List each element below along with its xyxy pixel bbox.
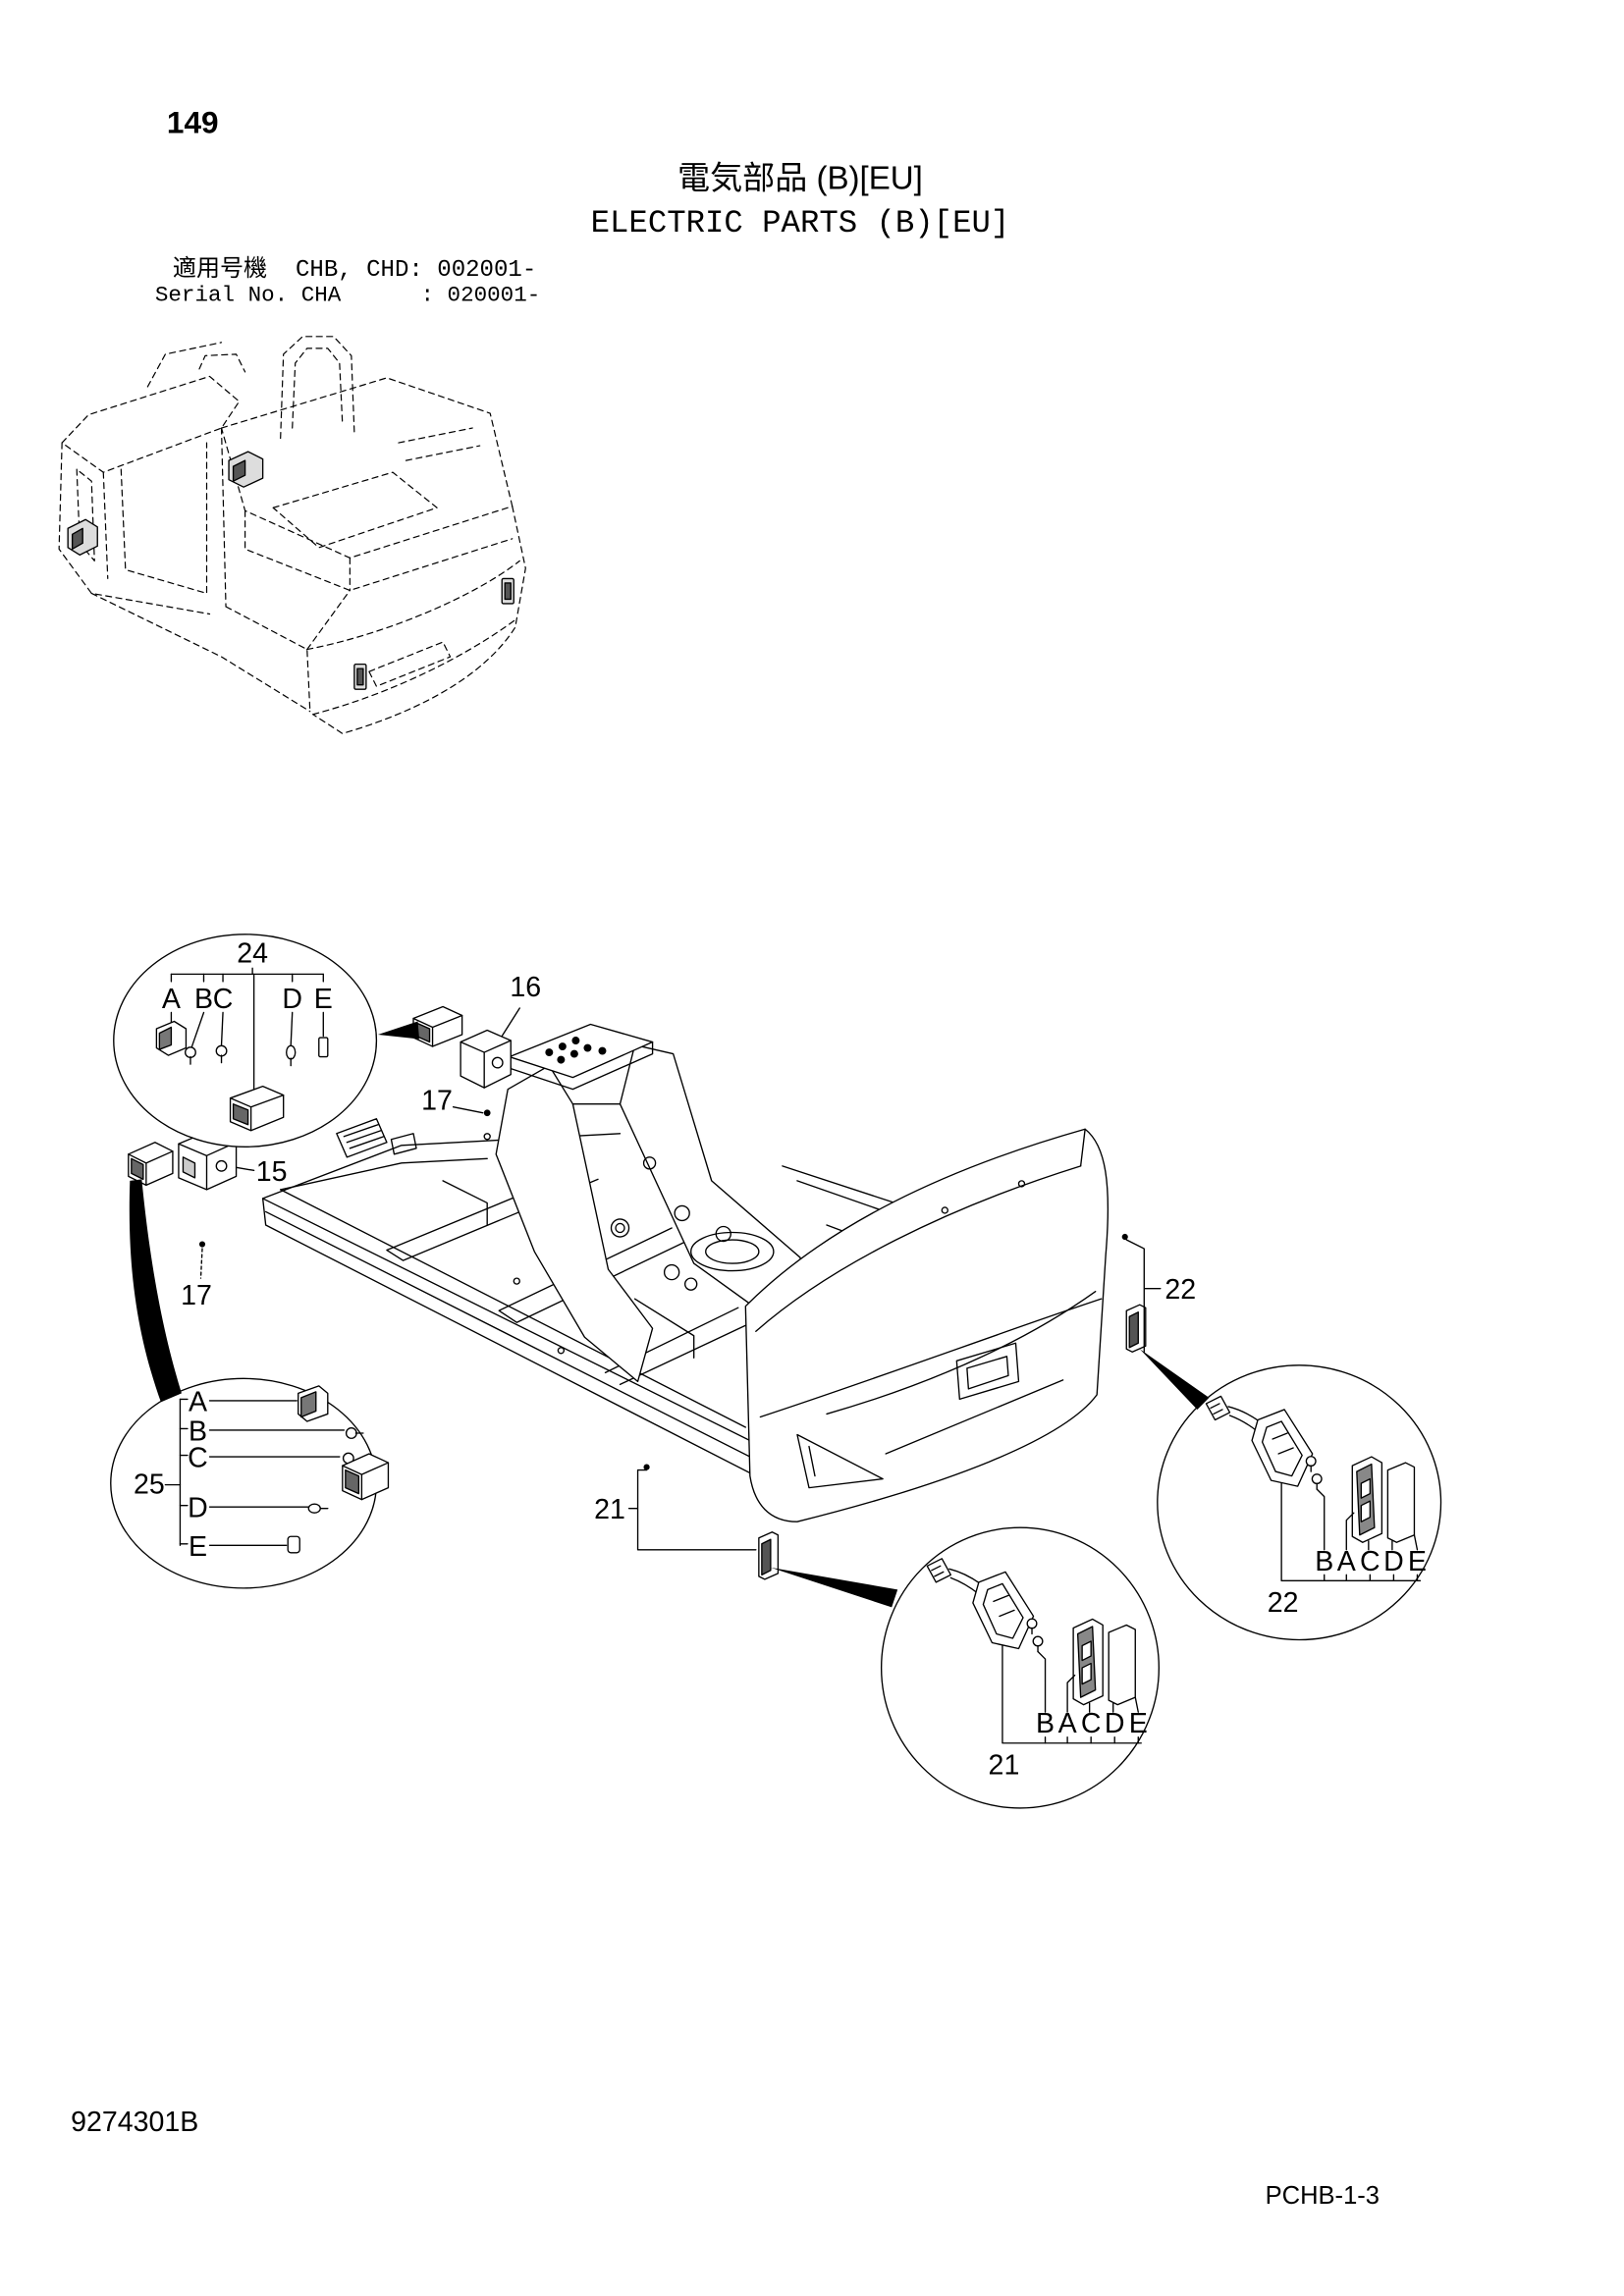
counterweight <box>744 1128 1110 1522</box>
detail-24-ref: 24 <box>237 937 268 969</box>
work-lamp-25 <box>128 1142 174 1187</box>
detail-22-subpart: A <box>1337 1546 1356 1577</box>
detail-25-subpart: C <box>188 1443 208 1474</box>
page-number: 149 <box>167 104 219 139</box>
detail-22-ref: 22 <box>1268 1587 1299 1619</box>
callout-17-lower: 17 <box>181 1280 212 1311</box>
applicability-line-serial: Serial No. CHA : 020001- <box>155 283 540 308</box>
overview-lamp-markers <box>67 451 514 690</box>
boom-mount <box>495 1023 807 1383</box>
detail-21-subpart: A <box>1058 1708 1077 1739</box>
detail-21-subpart: B <box>1036 1708 1055 1739</box>
rear-lamp-21 <box>758 1531 780 1580</box>
detail-circle-22 <box>1139 1349 1442 1641</box>
rear-lamp-22 <box>1125 1304 1147 1353</box>
detail-circle-21 <box>770 1526 1161 1809</box>
detail-21-ref: 21 <box>989 1749 1020 1781</box>
callout-17-upper: 17 <box>421 1086 453 1117</box>
leader-lines <box>198 1007 1162 1551</box>
detail-25-ref: 25 <box>134 1469 165 1501</box>
lamp-bracket-15 <box>178 1131 238 1191</box>
callout-22: 22 <box>1164 1274 1196 1306</box>
excavator-overview-sketch <box>58 336 526 734</box>
work-lamp-24 <box>412 1005 463 1047</box>
detail-21-subpart: C <box>1081 1708 1102 1739</box>
detail-22-subpart: B <box>1315 1546 1333 1577</box>
callout-21: 21 <box>594 1494 625 1525</box>
drawing-number: 9274301B <box>71 2107 198 2138</box>
detail-24-subpart: E <box>314 984 333 1015</box>
detail-24-subpart: B <box>194 984 213 1015</box>
detail-25-subpart: A <box>189 1386 207 1417</box>
detail-25-subpart: E <box>189 1531 207 1563</box>
applicability-line-ja: 適用号機 CHB, CHD: 002001- <box>173 255 536 284</box>
detail-24-subpart: A <box>162 984 181 1015</box>
detail-21-subpart: E <box>1129 1708 1148 1739</box>
detail-24-subpart: C <box>213 984 234 1015</box>
detail-circle-24 <box>113 934 420 1148</box>
detail-22-subpart: C <box>1360 1546 1380 1577</box>
detail-22-subpart: E <box>1408 1546 1427 1577</box>
callout-16: 16 <box>510 972 541 1003</box>
title-english: ELECTRIC PARTS (B)[EU] <box>591 205 1010 241</box>
detail-21-subpart: D <box>1105 1708 1125 1739</box>
detail-24-subpart: D <box>282 984 302 1015</box>
detail-circle-25 <box>110 1179 390 1589</box>
lamp-bracket-16 <box>460 1029 512 1089</box>
detail-22-subpart: D <box>1383 1546 1404 1577</box>
detail-25-subpart: D <box>188 1493 208 1524</box>
callout-15: 15 <box>256 1156 288 1188</box>
page-code: PCHB-1-3 <box>1266 2182 1380 2210</box>
detail-25-subpart: B <box>189 1416 207 1448</box>
title-japanese: 電気部品 (B)[EU] <box>677 160 923 196</box>
